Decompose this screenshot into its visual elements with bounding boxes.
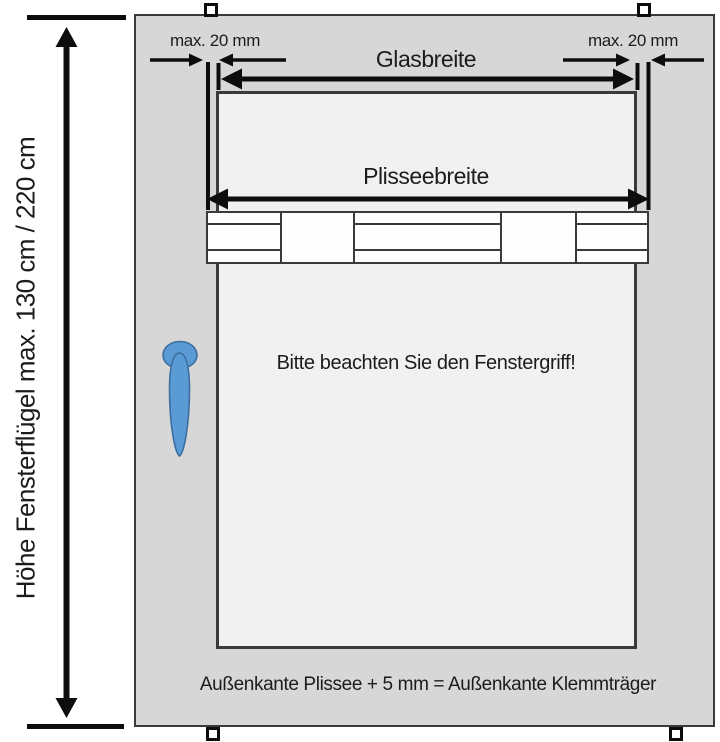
height-arrowhead-up <box>55 27 78 47</box>
rail-segment <box>280 213 353 262</box>
glass-pane <box>216 91 637 649</box>
clamp-carrier-middle <box>353 213 500 262</box>
clamp-carrier-left <box>208 213 280 262</box>
height-label: Höhe Fensterflügel max. 130 cm / 220 cm <box>10 136 41 600</box>
handle-notice-label: Bitte beachten Sie den Fenstergriff! <box>276 352 576 374</box>
window-handle-icon <box>162 340 198 457</box>
height-arrowhead-down <box>55 698 78 718</box>
clamp-bracket-marker-top-left <box>204 3 218 17</box>
handle-grip <box>168 352 191 457</box>
clamp-bracket-marker-bottom-right <box>669 727 683 741</box>
pleat-width-label: Plisseebreite <box>363 163 489 189</box>
glass-width-label: Glasbreite <box>375 46 477 72</box>
clamp-bracket-marker-top-right <box>637 3 651 17</box>
max-gap-right-label: max. 20 mm <box>587 31 679 50</box>
mounting-rule-label: Außenkante Plissee + 5 mm = Außenkante K… <box>199 674 657 695</box>
clamp-bracket-marker-bottom-left <box>206 727 220 741</box>
rail-segment <box>500 213 575 262</box>
clamp-carrier-right <box>575 213 647 262</box>
plissee-rail <box>206 211 649 264</box>
max-gap-left-label: max. 20 mm <box>169 31 261 50</box>
